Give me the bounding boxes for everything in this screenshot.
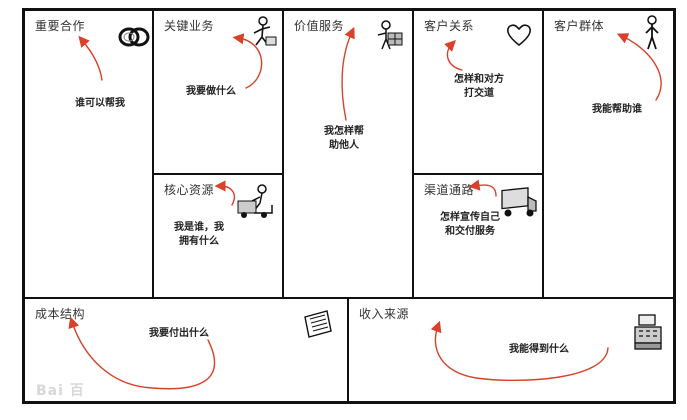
forklift-icon	[236, 183, 276, 221]
section-question: 我能得到什么	[509, 343, 569, 357]
cell-key-partners: 重要合作 谁可以帮我	[25, 11, 154, 299]
section-title: 重要合作	[35, 17, 85, 34]
section-question: 我怎样帮 助他人	[324, 125, 364, 153]
truck-icon	[498, 187, 540, 219]
cell-value-propositions: 价值服务 我怎样帮 助他人	[284, 11, 414, 299]
section-question: 怎样宣传自己 和交付服务	[440, 211, 500, 239]
section-title: 客户群体	[554, 17, 604, 34]
person-icon	[642, 15, 662, 51]
section-title: 收入来源	[359, 305, 409, 322]
cash-register-icon	[633, 313, 665, 351]
section-question: 我能帮助谁	[592, 103, 642, 117]
canvas-frame: 重要合作 谁可以帮我 关键业务 我要做什么 核心资源 我是谁，我 拥有什么	[22, 8, 676, 404]
cell-key-activities: 关键业务 我要做什么	[154, 11, 284, 175]
section-title: 价值服务	[294, 17, 344, 34]
cell-channels: 渠道通路 怎样宣传自己 和交付服务	[414, 175, 544, 299]
section-question: 谁可以帮我	[75, 97, 125, 111]
section-title: 渠道通路	[424, 181, 474, 198]
watermark: Bai 百	[36, 380, 85, 400]
section-title: 核心资源	[164, 181, 214, 198]
section-title: 关键业务	[164, 17, 214, 34]
section-question: 我要付出什么	[149, 327, 209, 341]
cell-key-resources: 核心资源 我是谁，我 拥有什么	[154, 175, 284, 299]
section-title: 成本结构	[35, 305, 85, 322]
section-question: 我是谁，我 拥有什么	[174, 221, 224, 249]
section-question: 我要做什么	[186, 85, 236, 99]
cell-customer-relationships: 客户关系 怎样和对方 打交道	[414, 11, 544, 175]
worker-icon	[248, 15, 278, 49]
cell-revenue-streams: 收入来源 我能得到什么	[349, 299, 673, 401]
section-title: 客户关系	[424, 17, 474, 34]
receipt-icon	[301, 309, 335, 341]
gift-icon	[372, 19, 406, 53]
heart-icon	[506, 23, 532, 47]
rings-icon	[117, 23, 151, 51]
section-question: 怎样和对方 打交道	[454, 73, 504, 101]
cell-customer-segments: 客户群体 我能帮助谁	[544, 11, 673, 299]
